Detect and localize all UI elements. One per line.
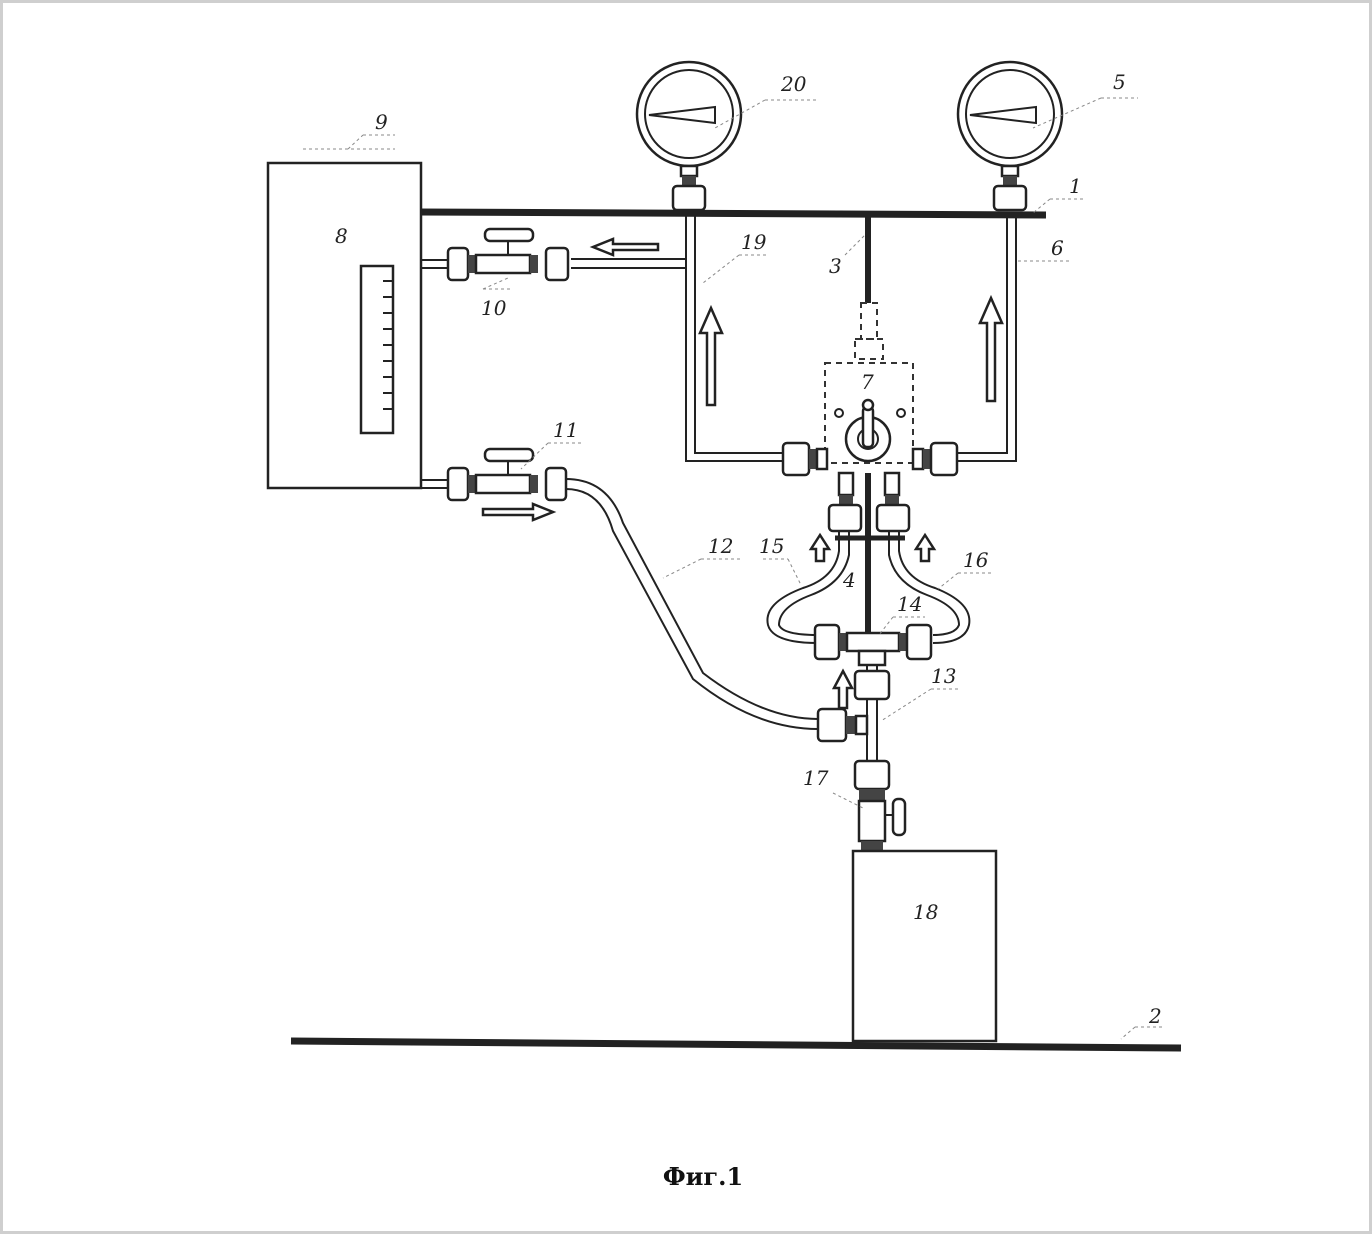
label-7: 7 bbox=[861, 370, 874, 394]
arrow-up-13 bbox=[831, 668, 855, 710]
gauge-20 bbox=[635, 60, 743, 212]
device-7 bbox=[824, 302, 914, 464]
label-8: 8 bbox=[335, 224, 348, 248]
tube-19 bbox=[685, 212, 783, 462]
leader-lines bbox=[303, 97, 1163, 1040]
label-5: 5 bbox=[1113, 70, 1126, 94]
manifold-14 bbox=[813, 623, 933, 667]
device-bottom-fittings bbox=[827, 471, 911, 533]
arrow-up-15 bbox=[808, 532, 832, 563]
labels: 1 2 3 4 5 6 7 8 9 10 11 12 13 14 15 16 1… bbox=[335, 70, 1162, 1028]
label-14: 14 bbox=[897, 592, 922, 616]
label-10: 10 bbox=[481, 296, 507, 320]
arrow-up-6 bbox=[978, 294, 1004, 403]
label-13: 13 bbox=[931, 664, 956, 688]
tube-6 bbox=[958, 212, 1017, 462]
fitting-13 bbox=[853, 669, 891, 701]
level-scale bbox=[359, 264, 395, 435]
arrow-right-lower bbox=[481, 502, 557, 522]
label-18: 18 bbox=[913, 900, 938, 924]
label-6: 6 bbox=[1051, 236, 1064, 260]
label-1: 1 bbox=[1069, 174, 1082, 198]
label-15: 15 bbox=[759, 534, 784, 558]
label-20: 20 bbox=[780, 72, 807, 96]
device-side-connections bbox=[781, 441, 959, 477]
valve-10 bbox=[446, 227, 570, 282]
label-4: 4 bbox=[842, 568, 856, 592]
hose-12 bbox=[565, 478, 819, 730]
upper-line bbox=[421, 258, 687, 269]
figure-caption: Фиг.1 bbox=[663, 1162, 743, 1191]
arrow-up-19 bbox=[698, 304, 724, 407]
valve-11 bbox=[446, 447, 568, 502]
label-11: 11 bbox=[553, 418, 578, 442]
gauge-5 bbox=[956, 60, 1064, 212]
label-3: 3 bbox=[829, 254, 842, 278]
label-19: 19 bbox=[741, 230, 767, 254]
hose-16 bbox=[888, 531, 971, 644]
label-9: 9 bbox=[375, 110, 388, 134]
hose-15 bbox=[766, 531, 850, 644]
top-bar-1 bbox=[417, 208, 1047, 219]
arrow-left-upper bbox=[589, 237, 660, 257]
label-17: 17 bbox=[803, 766, 829, 790]
schematic-diagram: 1 2 3 4 5 6 7 8 9 10 11 12 13 14 15 16 1… bbox=[266, 60, 1182, 1191]
arrow-up-16 bbox=[913, 532, 937, 563]
base-bar-2 bbox=[290, 1037, 1182, 1052]
cylinder-18 bbox=[851, 849, 998, 1043]
label-2: 2 bbox=[1148, 1004, 1162, 1028]
valve-17 bbox=[853, 759, 907, 853]
vessel-8 bbox=[266, 161, 423, 490]
tee-fitting bbox=[816, 707, 869, 743]
label-16: 16 bbox=[963, 548, 989, 572]
label-12: 12 bbox=[708, 534, 733, 558]
lower-line bbox=[421, 479, 451, 489]
